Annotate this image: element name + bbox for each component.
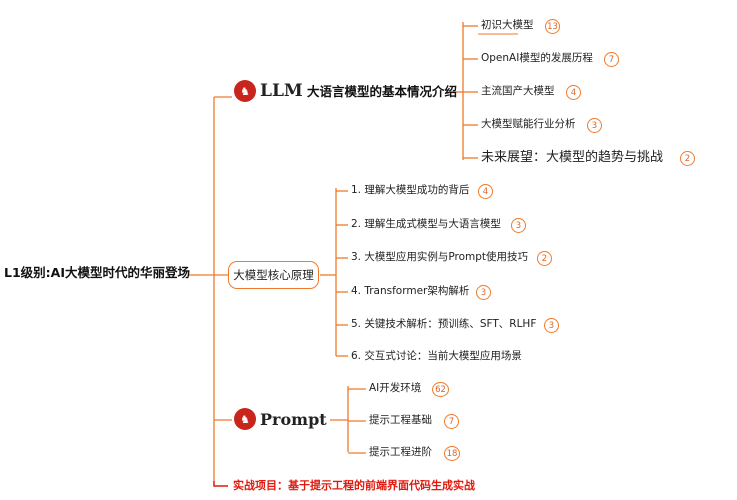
count-badge: 4	[478, 184, 493, 199]
root-node: L1级别:AI大模型时代的华丽登场	[4, 265, 190, 280]
count-badge: 3	[587, 118, 602, 133]
horse-icon: ♞	[234, 80, 256, 102]
llm-item: OpenAI模型的发展历程	[481, 52, 593, 64]
llm-title: 大语言模型的基本情况介绍	[307, 84, 458, 99]
horse-icon: ♞	[234, 408, 256, 430]
prompt-item: 提示工程基础	[369, 414, 432, 426]
core-item: 3. 大模型应用实例与Prompt使用技巧	[351, 251, 529, 263]
count-badge: 7	[444, 414, 459, 429]
prompt-item: 提示工程进阶	[369, 446, 432, 458]
core-node: 大模型核心原理	[228, 261, 319, 289]
llm-item: 未来展望：大模型的趋势与挑战	[481, 150, 664, 165]
count-badge: 18	[444, 446, 460, 461]
count-badge: 4	[566, 85, 581, 100]
count-badge: 3	[544, 318, 559, 333]
count-badge: 3	[511, 218, 526, 233]
prompt-item: AI开发环境	[369, 382, 422, 394]
llm-logo-text: LLM	[260, 81, 303, 101]
core-item: 5. 关键技术解析：预训练、SFT、RLHF	[351, 318, 537, 330]
llm-item: 初识大模型	[481, 19, 534, 31]
count-badge: 62	[432, 382, 449, 397]
core-item: 2. 理解生成式模型与大语言模型	[351, 218, 501, 230]
project-title: 实战项目：基于提示工程的前端界面代码生成实战	[233, 479, 475, 492]
llm-item: 大模型赋能行业分析	[481, 118, 576, 130]
count-badge: 13	[545, 19, 560, 34]
core-item: 4. Transformer架构解析	[351, 285, 470, 297]
count-badge: 2	[680, 151, 695, 166]
llm-logo: ♞ LLM	[234, 80, 303, 102]
count-badge: 3	[476, 285, 491, 300]
core-item: 1. 理解大模型成功的背后	[351, 184, 470, 196]
prompt-logo: ♞ Prompt	[234, 408, 327, 430]
count-badge: 7	[604, 52, 619, 67]
llm-item: 主流国产大模型	[481, 85, 555, 97]
prompt-logo-text: Prompt	[260, 409, 327, 429]
count-badge: 2	[537, 251, 552, 266]
core-item: 6. 交互式讨论：当前大模型应用场景	[351, 350, 522, 362]
